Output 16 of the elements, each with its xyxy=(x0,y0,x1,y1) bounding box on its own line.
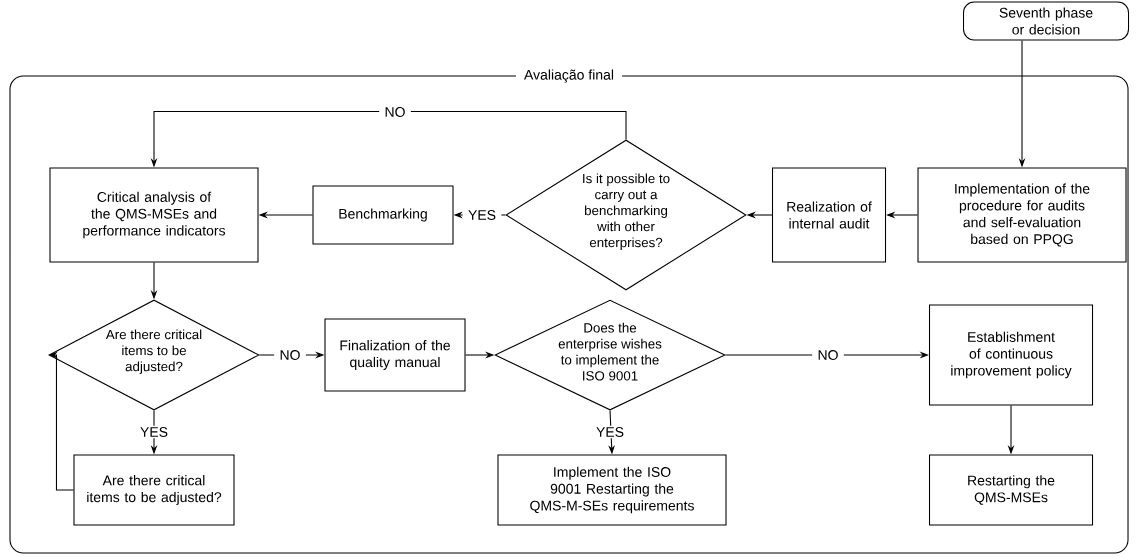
edge-label: YES xyxy=(134,425,174,439)
process-box: Establishment of continuous improvement policy xyxy=(929,304,1094,406)
process-box: Realization of internal audit xyxy=(771,167,887,263)
process-box: Finalization of the quality manual xyxy=(324,318,466,392)
phase-box: Seventh phase or decision xyxy=(962,1,1130,41)
edge-label: NO xyxy=(274,348,306,362)
process-box: Critical analysis of the QMS-MSEs and performance indicators xyxy=(49,167,259,263)
edge-label: NO xyxy=(812,348,844,362)
edge-label: YES xyxy=(462,208,502,222)
process-box: Benchmarking xyxy=(312,185,454,245)
process-box: Implementation of the procedure for audits and self-evaluation based on PPQG xyxy=(917,167,1127,263)
edge-label: YES xyxy=(590,425,630,439)
edge-label: NO xyxy=(379,105,411,119)
process-box: Restarting the QMS-MSEs xyxy=(929,454,1094,526)
process-box: Are there critical items to be adjusted? xyxy=(73,454,235,526)
process-box: Implement the ISO 9001 Restarting the QMS-M-SEs requirements xyxy=(497,454,727,526)
